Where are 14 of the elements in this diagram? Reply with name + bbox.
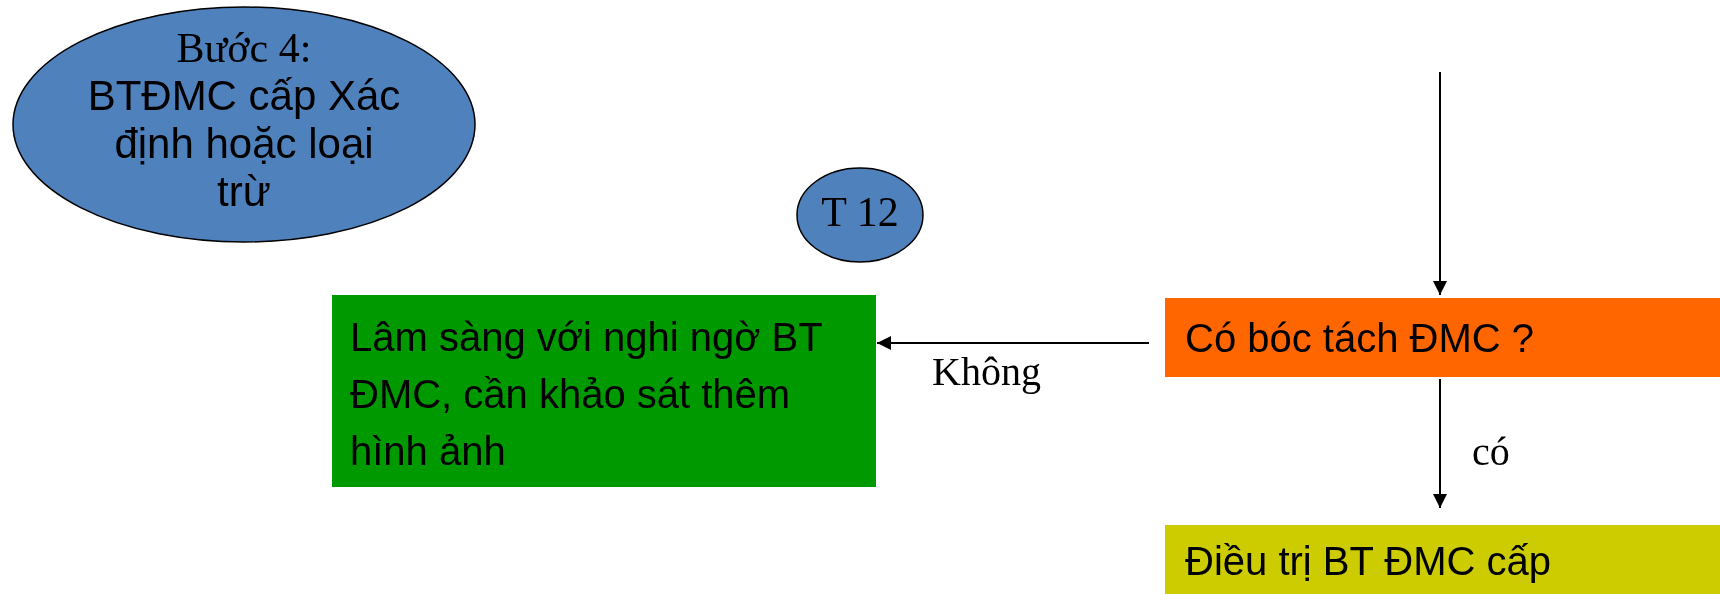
ellipse-node: [796, 167, 924, 263]
arrow: [1433, 378, 1447, 509]
node-text: Điều trị BT ĐMC cấp: [1185, 538, 1552, 585]
process-box: [332, 295, 876, 487]
process-box: [1165, 525, 1720, 594]
node-text: T 12: [820, 188, 900, 236]
arrow: [1433, 71, 1447, 296]
step-heading: Bước 4:: [175, 24, 313, 72]
arrow: [876, 336, 1150, 350]
node-text: Có bóc tách ĐMC ?: [1185, 315, 1536, 362]
node-text: Lâm sàng với nghi ngờ BT ĐMC, cần khảo sát thêm hình ảnh: [350, 314, 823, 475]
process-box: [1165, 298, 1720, 377]
node-text: BTĐMC cấp Xác định hoặc loại trừ: [86, 72, 402, 216]
ellipse-node: [12, 6, 476, 243]
